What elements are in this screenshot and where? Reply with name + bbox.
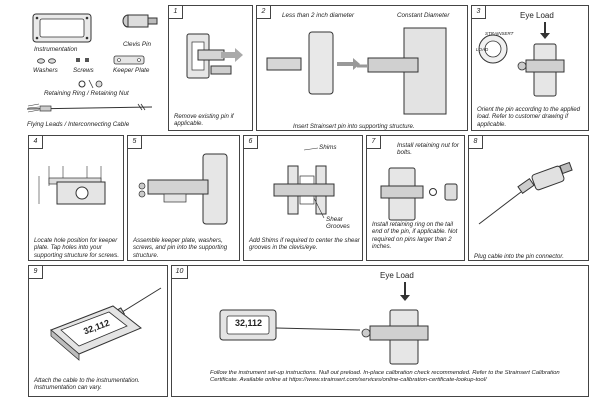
- step-6-illustration: [273, 147, 335, 219]
- step-6-shims-label: Shims: [319, 144, 337, 151]
- label-keeper-plate: Keeper Plate: [113, 67, 150, 74]
- step-8-illustration: [478, 161, 573, 225]
- step-4-illustration: [38, 166, 106, 205]
- step-10-caption: Follow the instrument set-up instruction…: [210, 370, 560, 384]
- step-5-illustration: [138, 153, 228, 225]
- step-3-number: 3: [472, 6, 486, 19]
- step-10-number: 10: [172, 266, 188, 279]
- step-4-panel: 4 Locate hole position for keeper plate.…: [28, 135, 124, 261]
- step-9-number: 9: [29, 266, 43, 279]
- step-7-panel: 7 Install retaining nut for bolts. Insta…: [366, 135, 465, 261]
- label-washers: Washers: [33, 67, 58, 74]
- step-5-caption: Assemble keeper plate, washers, screws, …: [133, 237, 228, 259]
- step-9-illustration: [50, 287, 162, 361]
- step-1-number: 1: [169, 6, 183, 19]
- step-6-grooves-label: Shear Grooves: [326, 216, 350, 230]
- kit-illustration: [26, 13, 158, 113]
- step-10-illustration: [219, 282, 429, 365]
- label-retaining: Retaining Ring / Retaining Nut: [44, 90, 129, 97]
- washers-icon: [37, 58, 56, 64]
- step-10-display-value: 32,112: [235, 318, 263, 328]
- step-2-illustration: [266, 27, 447, 115]
- step-2-label-constant: Constant Diameter: [397, 12, 450, 19]
- step-6-number: 6: [244, 136, 258, 149]
- step-8-number: 8: [469, 136, 483, 149]
- cable-icon: [26, 103, 153, 113]
- step-8-panel: 8 Plug cable into the pin connector.: [468, 135, 589, 261]
- instrumentation-box-icon: [32, 13, 92, 43]
- keeper-plate-icon: [113, 55, 145, 65]
- step-7-caption: Install retaining ring on the tail end o…: [372, 221, 458, 251]
- step-9-caption: Attach the cable to the instrumentation.…: [34, 377, 140, 392]
- step-9-panel: 9 32,112 Attach the cable to the instrum…: [28, 265, 168, 397]
- step-2-caption: Insert Strainsert pin into supporting st…: [293, 123, 415, 130]
- label-screws: Screws: [73, 67, 94, 74]
- kit-contents: Instrumentation Clevis Pin Washers Screw…: [0, 0, 165, 140]
- step-7-nut-label: Install retaining nut for bolts.: [397, 142, 459, 156]
- step-8-caption: Plug cable into the pin connector.: [474, 253, 564, 260]
- step-7-illustration: [380, 167, 458, 221]
- step-4-number: 4: [29, 136, 43, 149]
- step-3-stamp-side: LOAD: [476, 47, 489, 52]
- label-clevis-pin: Clevis Pin: [123, 41, 151, 48]
- step-1-panel: 1 Remove existing pin if applicable.: [168, 5, 253, 131]
- step-2-number: 2: [257, 6, 271, 19]
- step-2-panel: 2 Less than 2 inch diameter Constant Dia…: [256, 5, 468, 131]
- step-1-illustration: [186, 33, 243, 79]
- step-5-panel: 5 Assemble keeper plate, washers, screws…: [127, 135, 240, 261]
- step-7-number: 7: [367, 136, 381, 149]
- step-2-label-small: Less than 2 inch diameter: [282, 12, 355, 19]
- step-3-stamp-top: STRAINSERT: [485, 31, 514, 36]
- step-10-eye-load-label: Eye Load: [380, 271, 414, 280]
- step-3-eye-load-label: Eye Load: [520, 11, 554, 20]
- step-1-caption: Remove existing pin if applicable.: [174, 113, 234, 128]
- label-instrumentation: Instrumentation: [34, 46, 78, 53]
- step-5-number: 5: [128, 136, 142, 149]
- step-3-panel: 3 Eye Load STRAINSERT LOAD Orient the pi…: [471, 5, 589, 131]
- clevis-pin-icon: [122, 14, 158, 28]
- screws-icon: [76, 58, 89, 62]
- load-arrow-icon: [540, 22, 550, 39]
- retaining-ring-icon: [78, 79, 103, 89]
- step-3-illustration: [478, 22, 565, 97]
- step-6-panel: 6 Shims Shear Grooves Add Shims if requi…: [243, 135, 363, 261]
- step-3-caption: Orient the pin according to the applied …: [477, 106, 580, 128]
- label-cable: Flying Leads / Interconnecting Cable: [27, 121, 130, 128]
- step-6-caption: Add Shims if required to center the shea…: [249, 237, 360, 252]
- load-arrow-icon-2: [400, 282, 410, 301]
- step-4-caption: Locate hole position for keeper plate. T…: [34, 237, 120, 259]
- step-10-panel: 10 Eye Load 32,112 Follow the instrument…: [171, 265, 589, 397]
